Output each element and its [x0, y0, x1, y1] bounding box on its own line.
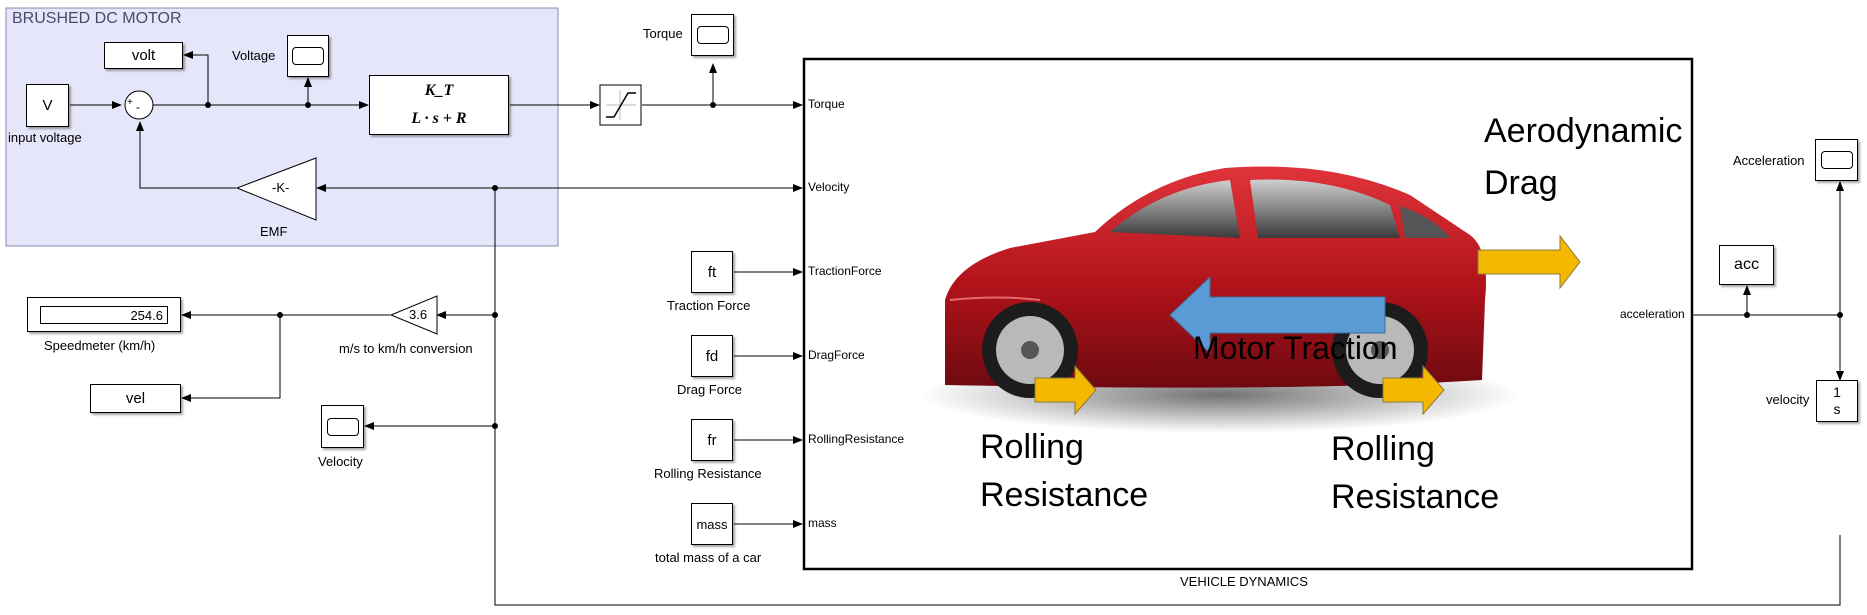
torque-scope-block[interactable] [691, 14, 734, 56]
acc-goto-text: acc [1734, 256, 1759, 273]
mass-label: total mass of a car [655, 550, 762, 565]
volt-goto-text: volt [131, 47, 156, 64]
port-rolling-resistance: RollingResistance [808, 432, 905, 446]
emf-gain-text: -K- [272, 180, 290, 195]
conversion-gain-text: 3.6 [409, 307, 428, 322]
port-acceleration: acceleration [1620, 307, 1685, 321]
vel-goto-block[interactable]: vel [90, 384, 181, 413]
car-illustration [920, 166, 1581, 433]
emf-gain-label: EMF [260, 224, 288, 239]
rolling-arrow-front [1034, 364, 1097, 416]
vel-goto-text: vel [125, 390, 146, 407]
port-torque: Torque [808, 97, 845, 111]
rolling-resistance-block[interactable]: fr [691, 419, 733, 461]
acceleration-scope-block[interactable] [1815, 139, 1858, 181]
rolling-text-front-line1: Rolling [980, 428, 1084, 466]
integrator-label: velocity [1766, 392, 1810, 407]
sum-block [124, 90, 154, 120]
rolling-text-rear-line1: Rolling [1331, 430, 1435, 468]
subsystem-title: BRUSHED DC MOTOR [12, 10, 182, 27]
port-velocity: Velocity [808, 180, 850, 194]
voltage-scope-block[interactable] [287, 35, 329, 77]
motor-traction-arrow [1169, 275, 1386, 355]
drag-force-label: Drag Force [677, 382, 743, 397]
emf-gain-triangle [235, 157, 317, 221]
rolling-resistance-text: fr [707, 431, 717, 449]
drag-force-text: fd [705, 347, 719, 365]
conversion-gain-label: m/s to km/h conversion [339, 341, 473, 356]
sum-minus-sign: - [136, 100, 140, 114]
scope-icon [1820, 151, 1853, 169]
mass-block[interactable]: mass [691, 503, 733, 545]
aero-drag-text-line1: Aerodynamic [1484, 112, 1683, 150]
mass-text: mass [696, 516, 728, 532]
speedometer-display-block[interactable]: 254.6 [27, 297, 181, 332]
rolling-text-front-line2: Resistance [980, 476, 1149, 514]
integrator-numerator: 1 [1833, 384, 1841, 400]
torque-scope-label: Torque [643, 26, 683, 41]
traction-force-text: ft [707, 263, 717, 281]
input-voltage-block[interactable]: V [26, 84, 69, 127]
acc-goto-block[interactable]: acc [1719, 245, 1774, 285]
rolling-resistance-label: Rolling Resistance [654, 466, 762, 481]
velocity-scope-block[interactable] [321, 405, 364, 448]
transfer-function-numerator: K_T [424, 82, 454, 99]
integrator-block[interactable]: 1 s [1816, 380, 1858, 422]
traction-force-block[interactable]: ft [691, 251, 733, 293]
speedometer-label: Speedmeter (km/h) [44, 338, 156, 353]
velocity-scope-label: Velocity [318, 454, 363, 469]
scope-icon [696, 26, 729, 44]
scope-icon [292, 47, 324, 65]
traction-force-label: Traction Force [667, 298, 751, 313]
scope-icon [326, 417, 359, 436]
acceleration-scope-label: Acceleration [1733, 153, 1805, 168]
input-voltage-label: input voltage [8, 130, 82, 145]
aero-drag-arrow [1477, 234, 1581, 290]
port-traction-force: TractionForce [808, 264, 882, 278]
port-mass: mass [808, 516, 837, 530]
drag-force-block[interactable]: fd [691, 335, 733, 377]
motor-traction-text: Motor Traction [1193, 330, 1398, 366]
volt-goto-block[interactable]: volt [104, 42, 183, 69]
rolling-text-rear-line2: Resistance [1331, 478, 1500, 516]
port-drag-force: DragForce [808, 348, 865, 362]
input-voltage-text: V [42, 97, 53, 114]
sum-plus-sign: + [127, 97, 133, 108]
speedometer-value: 254.6 [40, 305, 168, 324]
transfer-function-denominator: L · s + R [411, 110, 467, 127]
conversion-gain-triangle [389, 295, 438, 335]
transfer-function-block[interactable]: K_T L · s + R [369, 75, 509, 135]
rolling-arrow-rear [1382, 364, 1445, 416]
aero-drag-text-line2: Drag [1484, 164, 1558, 202]
integrator-denominator: s [1833, 401, 1841, 417]
voltage-scope-label: Voltage [232, 48, 276, 63]
vehicle-dynamics-title: VEHICLE DYNAMICS [1180, 574, 1308, 589]
